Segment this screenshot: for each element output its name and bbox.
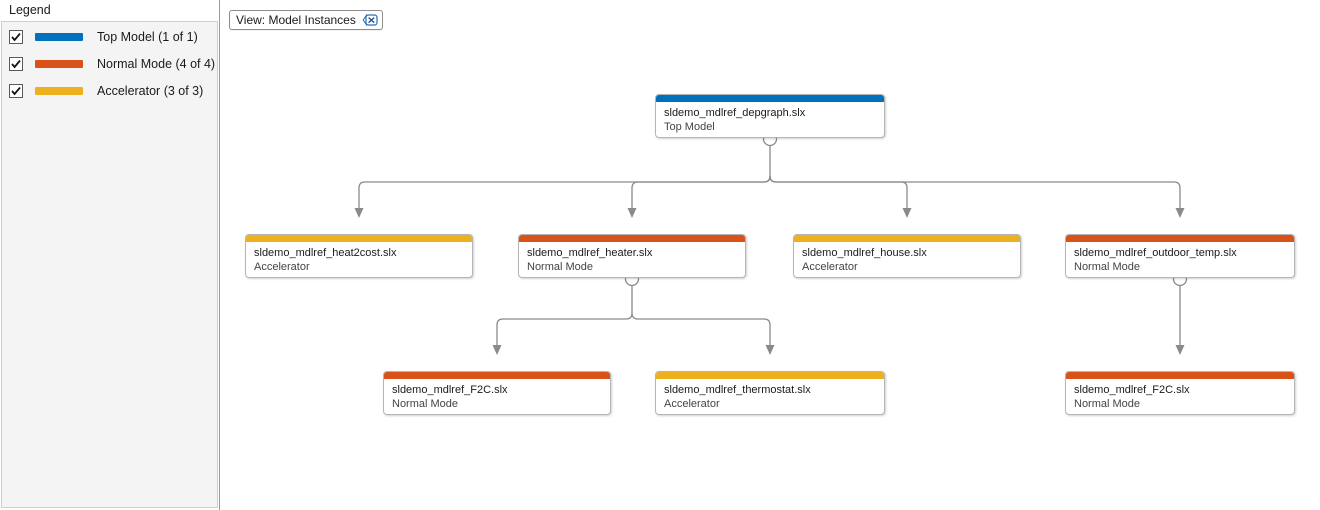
graph-node-thermostat[interactable]: sldemo_mdlref_thermostat.slx Accelerator — [655, 371, 885, 415]
legend-label-accelerator: Accelerator (3 of 3) — [97, 84, 204, 98]
node-title: sldemo_mdlref_thermostat.slx — [664, 384, 811, 396]
checkbox-checked-icon[interactable] — [9, 57, 23, 71]
edge-heater-to-f2c — [492, 312, 633, 355]
graph-node-f2c-right[interactable]: sldemo_mdlref_F2C.slx Normal Mode — [1065, 371, 1295, 415]
legend-panel: Legend Top Model (1 of 1) Normal Mode (4… — [0, 0, 220, 510]
graph-node-outdoor-temp[interactable]: sldemo_mdlref_outdoor_temp.slx Normal Mo… — [1065, 234, 1295, 278]
view-filter-chip[interactable]: View: Model Instances — [229, 10, 383, 30]
node-color-bar — [656, 95, 884, 102]
edge-top-to-outdoor-temp — [769, 175, 1185, 218]
node-title: sldemo_mdlref_F2C.slx — [392, 384, 508, 396]
view-filter-label: View: Model Instances — [236, 13, 356, 27]
legend-item-normal-mode[interactable]: Normal Mode (4 of 4) — [0, 54, 215, 74]
node-color-bar — [1066, 235, 1294, 242]
edge-top-to-heater — [627, 175, 771, 218]
legend-swatch-normal-mode — [35, 60, 83, 68]
node-color-bar — [1066, 372, 1294, 379]
node-title: sldemo_mdlref_heat2cost.slx — [254, 247, 397, 259]
legend-label-normal-mode: Normal Mode (4 of 4) — [97, 57, 216, 71]
node-color-bar — [246, 235, 472, 242]
checkbox-checked-icon[interactable] — [9, 84, 23, 98]
edge-top-to-heat2cost — [354, 175, 771, 218]
node-subtitle: Normal Mode — [1074, 398, 1141, 410]
node-title: sldemo_mdlref_outdoor_temp.slx — [1074, 247, 1237, 259]
graph-node-f2c-left[interactable]: sldemo_mdlref_F2C.slx Normal Mode — [383, 371, 611, 415]
edge-top-to-house — [769, 175, 912, 218]
node-color-bar — [519, 235, 745, 242]
legend-list — [1, 21, 218, 508]
edge-heater-to-thermostat — [631, 312, 775, 355]
panel-divider[interactable] — [219, 0, 220, 510]
close-x-icon[interactable] — [362, 13, 378, 27]
legend-title: Legend — [0, 0, 220, 21]
legend-swatch-top-model — [35, 33, 83, 41]
legend-label-top-model: Top Model (1 of 1) — [97, 30, 198, 44]
node-color-bar — [794, 235, 1020, 242]
node-subtitle: Accelerator — [802, 261, 858, 273]
node-subtitle: Normal Mode — [392, 398, 459, 410]
node-title: sldemo_mdlref_house.slx — [802, 247, 927, 259]
node-subtitle: Accelerator — [254, 261, 310, 273]
graph-node-house[interactable]: sldemo_mdlref_house.slx Accelerator — [793, 234, 1021, 278]
node-subtitle: Accelerator — [664, 398, 720, 410]
legend-item-accelerator[interactable]: Accelerator (3 of 3) — [0, 81, 203, 101]
node-color-bar — [656, 372, 884, 379]
node-subtitle: Top Model — [664, 121, 715, 133]
legend-swatch-accelerator — [35, 87, 83, 95]
graph-node-depgraph[interactable]: sldemo_mdlref_depgraph.slx Top Model — [655, 94, 885, 138]
node-title: sldemo_mdlref_heater.slx — [527, 247, 653, 259]
node-color-bar — [384, 372, 610, 379]
node-subtitle: Normal Mode — [527, 261, 594, 273]
node-subtitle: Normal Mode — [1074, 261, 1141, 273]
node-title: sldemo_mdlref_depgraph.slx — [664, 107, 806, 119]
graph-node-heater[interactable]: sldemo_mdlref_heater.slx Normal Mode — [518, 234, 746, 278]
graph-node-heat2cost[interactable]: sldemo_mdlref_heat2cost.slx Accelerator — [245, 234, 473, 278]
graph-canvas[interactable]: View: Model Instances — [220, 0, 1320, 510]
node-title: sldemo_mdlref_F2C.slx — [1074, 384, 1190, 396]
checkbox-checked-icon[interactable] — [9, 30, 23, 44]
legend-item-top-model[interactable]: Top Model (1 of 1) — [0, 27, 198, 47]
